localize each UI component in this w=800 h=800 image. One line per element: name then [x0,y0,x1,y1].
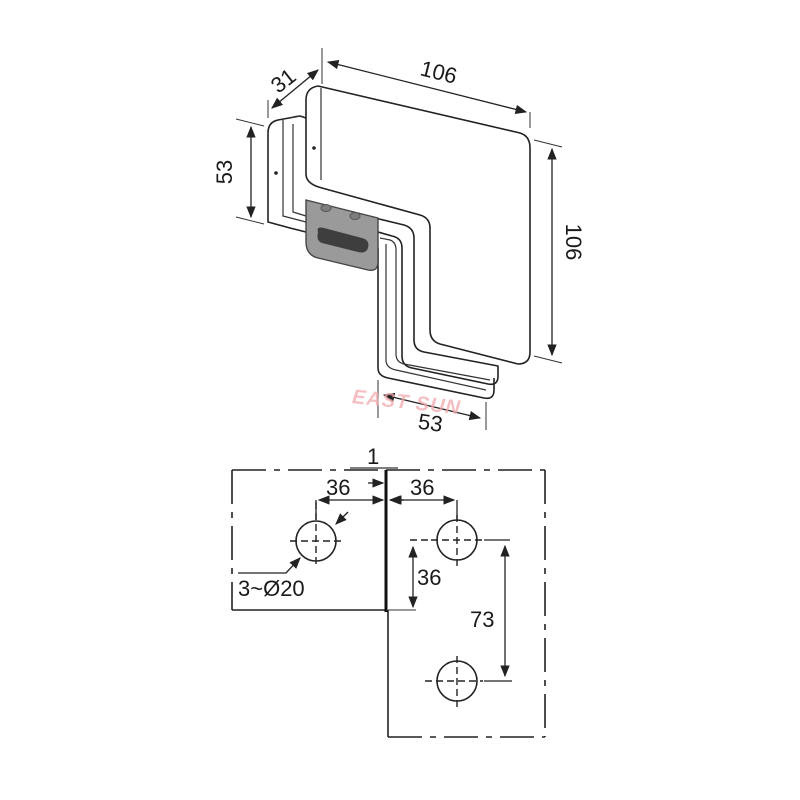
screw-dot-icon [274,171,278,175]
dim-bottom-width-label: 53 [417,409,445,437]
dim-top-width-label: 106 [418,56,460,89]
dim-right-height-label: 106 [561,224,586,261]
right-top-hole [410,500,510,567]
middle-layer-inner [379,237,491,381]
gap-label: 1 [367,444,379,469]
bottom-layer-outline [377,248,495,400]
back-plate-outline [267,115,307,233]
dim-left-height-label: 53 [212,160,237,184]
watermark-text: EAST SUN [351,386,462,419]
plan-view: 1 36 3~Ø20 36 36 [231,444,546,738]
isometric-view: 31 106 53 106 53 EAST SUN [212,48,586,437]
screw-dot-icon [312,146,316,150]
dim-vertical-offset-label: 36 [417,565,441,590]
front-plate-outline [305,85,531,365]
middle-layer-outline [374,217,499,386]
bottom-layer-inner [385,244,487,391]
dim-right-offset-label: 36 [410,475,434,500]
right-bottom-hole [425,656,512,708]
dim-depth-label: 31 [266,63,301,98]
dim-hole-spacing-label: 73 [470,607,494,632]
clamp-screw-icon [320,204,332,212]
left-hole [290,500,344,568]
back-plate-inner [282,115,307,223]
clamp-slot [317,227,369,253]
dim-left-offset-label: 36 [326,475,350,500]
clamp-screw-icon [349,212,361,220]
hole-callout-label: 3~Ø20 [238,576,305,601]
